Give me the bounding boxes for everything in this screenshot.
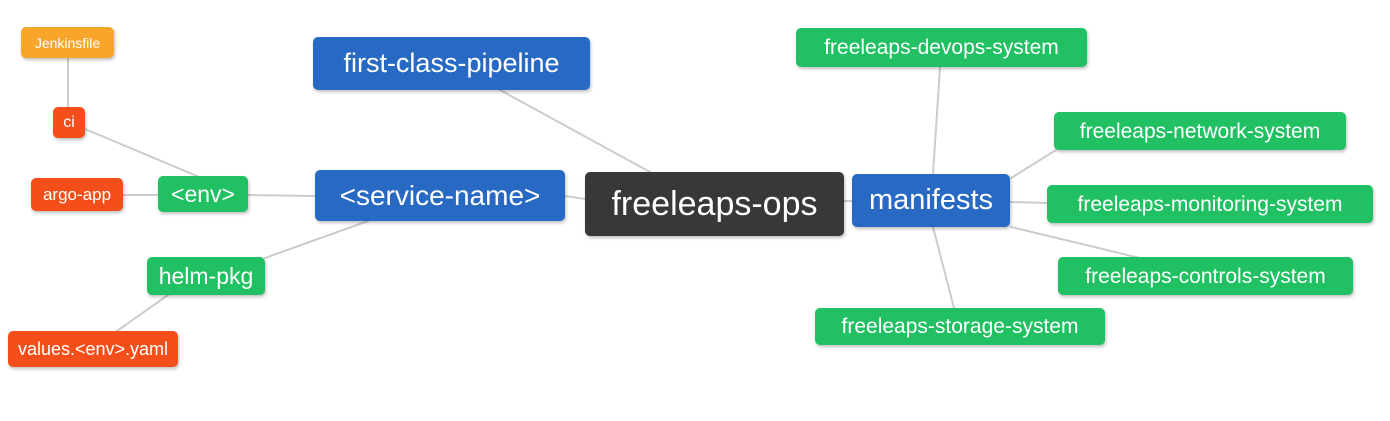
node-values-env-yaml[interactable]: values.<env>.yaml	[8, 331, 178, 367]
node-manifests[interactable]: manifests	[852, 174, 1010, 227]
edge-manifests-to-freeleaps-network-system	[1010, 149, 1057, 179]
edge-helm-pkg-to-service-name	[264, 220, 369, 259]
edge-freeleaps-devops-system-to-manifests	[932, 66, 941, 175]
edge-manifests-to-freeleaps-storage-system	[932, 226, 955, 309]
node-argo-app[interactable]: argo-app	[31, 178, 123, 211]
node-freeleaps-ops[interactable]: freeleaps-ops	[585, 172, 844, 236]
node-freeleaps-storage-system[interactable]: freeleaps-storage-system	[815, 308, 1105, 345]
edge-env-to-service-name	[247, 194, 316, 197]
node-freeleaps-network-system[interactable]: freeleaps-network-system	[1054, 112, 1346, 150]
node-first-class-pipeline[interactable]: first-class-pipeline	[313, 37, 590, 90]
node-jenkinsfile[interactable]: Jenkinsfile	[21, 27, 114, 58]
edge-service-name-to-freeleaps-ops	[564, 195, 586, 200]
node-freeleaps-controls-system[interactable]: freeleaps-controls-system	[1058, 257, 1353, 295]
node-service-name[interactable]: <service-name>	[315, 170, 565, 221]
node-freeleaps-monitoring-system[interactable]: freeleaps-monitoring-system	[1047, 185, 1373, 223]
node-helm-pkg[interactable]: helm-pkg	[147, 257, 265, 295]
node-env[interactable]: <env>	[158, 176, 248, 212]
edge-manifests-to-freeleaps-controls-system	[1010, 226, 1141, 259]
edge-ci-to-env	[84, 128, 198, 177]
edge-values-env-yaml-to-helm-pkg	[116, 294, 169, 332]
edge-manifests-to-freeleaps-monitoring-system	[1009, 201, 1048, 204]
edge-first-class-pipeline-to-freeleaps-ops	[499, 89, 651, 173]
node-ci[interactable]: ci	[53, 107, 85, 138]
node-freeleaps-devops-system[interactable]: freeleaps-devops-system	[796, 28, 1087, 67]
